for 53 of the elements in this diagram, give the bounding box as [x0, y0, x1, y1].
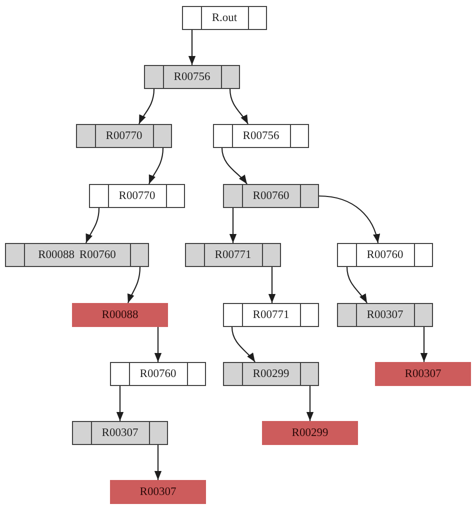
node-label: R00307	[140, 486, 176, 498]
record-box	[213, 124, 309, 148]
process-box	[72, 303, 168, 327]
node-label: R00770	[106, 130, 142, 142]
record-box	[337, 243, 433, 267]
node-label: R00307	[102, 426, 138, 440]
arrow	[221, 148, 248, 184]
arrow	[318, 195, 380, 244]
node-label: R00307	[404, 368, 442, 380]
arrow	[154, 445, 162, 480]
node-label: R00756	[174, 70, 210, 84]
process-box	[262, 421, 358, 445]
node-label: R00770	[118, 190, 156, 202]
process-box	[375, 362, 471, 386]
node-label: R00771	[252, 308, 290, 322]
record-box	[337, 303, 433, 327]
record-box	[5, 243, 149, 267]
arrow	[154, 327, 162, 362]
node-label: R00760	[140, 368, 176, 380]
node-label: R00307	[366, 308, 404, 322]
node-label: R00299	[252, 368, 290, 380]
arrow	[306, 386, 314, 421]
record-box	[182, 6, 267, 30]
arrow	[116, 386, 124, 421]
arrow	[229, 208, 237, 243]
node-label: R.out	[212, 12, 238, 24]
node-label: R00088	[102, 308, 138, 322]
arrow	[229, 88, 248, 124]
record-box	[185, 243, 281, 267]
process-box	[110, 480, 206, 504]
record-box	[72, 421, 168, 445]
node-label: R00760	[252, 190, 290, 202]
node-label: R00756	[242, 130, 280, 142]
node-label: R00760	[366, 248, 404, 262]
arrow	[268, 267, 276, 303]
arrow	[188, 30, 196, 65]
record-box	[144, 65, 240, 89]
node-label: R00088 R00760	[38, 248, 116, 262]
record-box	[223, 362, 319, 386]
record-box	[76, 124, 172, 148]
arrow	[138, 88, 155, 124]
record-box	[223, 184, 319, 208]
record-box	[89, 184, 185, 208]
arrow	[231, 326, 256, 362]
record-box	[110, 362, 206, 386]
arrow	[86, 208, 100, 244]
record-box	[223, 303, 319, 327]
arrow	[346, 266, 368, 304]
arrow	[420, 327, 428, 362]
node-label: R00299	[292, 426, 328, 440]
arrow	[148, 148, 164, 184]
node-label: R00771	[214, 248, 252, 262]
arrow	[127, 266, 141, 304]
